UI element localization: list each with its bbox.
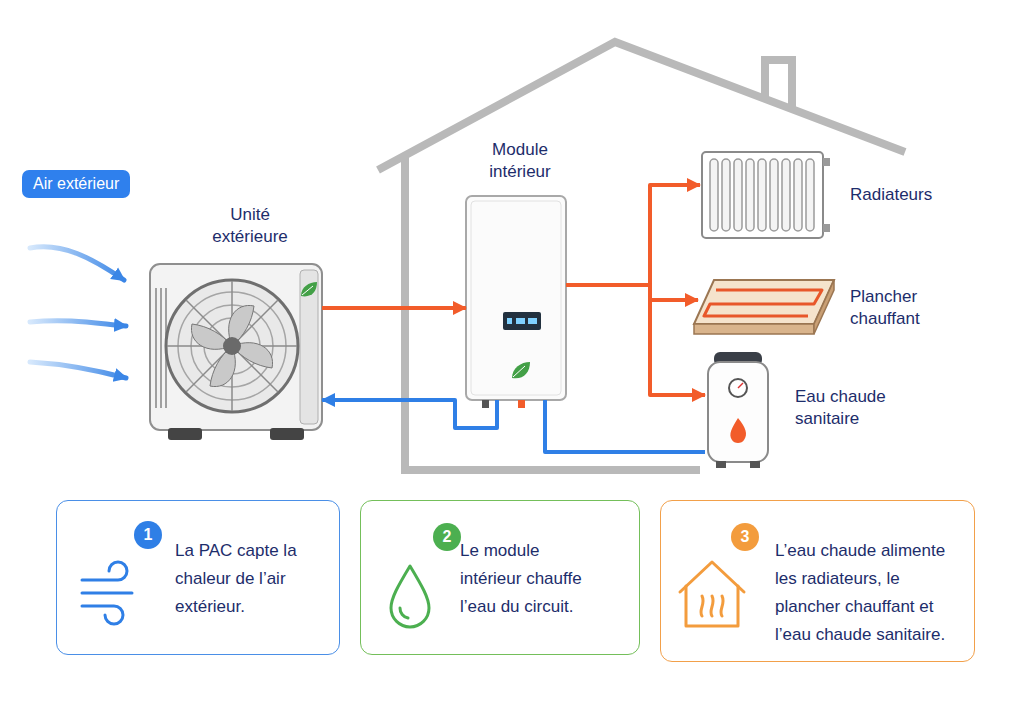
pipe-arrow xyxy=(322,306,466,310)
step-text: Le module intérieur chauffe l’eau du cir… xyxy=(460,537,595,621)
hot-water-tank: Eau chaude sanitaire xyxy=(705,345,770,470)
air-label-pill: Air extérieur xyxy=(22,170,130,198)
house-outline xyxy=(378,42,905,470)
part-label: Air extérieur xyxy=(33,174,119,194)
wind-arrows xyxy=(30,247,126,378)
part-label: Module intérieur xyxy=(470,139,570,183)
step-number: 2 xyxy=(433,523,461,551)
radiator-drawing xyxy=(702,152,830,238)
step-text: La PAC capte la chaleur de l’air extérie… xyxy=(175,537,301,621)
pipe-arrow xyxy=(545,400,705,452)
pipe-arrow xyxy=(566,185,700,285)
callout-number: 2 xyxy=(443,528,452,546)
step-text: L’eau chaude alimente les radiateurs, le… xyxy=(775,537,957,649)
step-card: Le module intérieur chauffe l’eau du cir… xyxy=(360,500,640,655)
water-tank-drawing xyxy=(708,352,768,468)
part-label: Radiateurs xyxy=(850,184,970,206)
step-card: L’eau chaude alimente les radiateurs, le… xyxy=(660,500,975,662)
step-number: 3 xyxy=(731,523,759,551)
step-card: La PAC capte la chaleur de l’air extérie… xyxy=(56,500,340,655)
underfloor-heating: Plancher chauffant xyxy=(698,280,834,336)
part-label: Plancher chauffant xyxy=(850,286,950,330)
pipe-arrow xyxy=(322,400,497,428)
pipe-arrow xyxy=(566,285,698,300)
droplet-icon xyxy=(391,566,429,627)
part-label: Eau chaude sanitaire xyxy=(795,386,905,430)
outdoor-unit: Unité extérieure xyxy=(150,262,322,440)
callout-number: 3 xyxy=(741,528,750,546)
house-icon xyxy=(680,562,744,626)
outdoor-unit-drawing xyxy=(150,264,322,440)
indoor-module: Module intérieur xyxy=(466,195,566,400)
underfloor-drawing xyxy=(694,280,834,334)
step-number: 1 xyxy=(134,521,162,549)
part-label: Unité extérieure xyxy=(200,204,300,248)
radiator: Radiateurs xyxy=(700,150,825,240)
indoor-module-drawing xyxy=(466,196,566,408)
callout-number: 1 xyxy=(144,526,153,544)
wind-icon xyxy=(82,562,132,624)
pipe-arrow xyxy=(566,285,705,395)
